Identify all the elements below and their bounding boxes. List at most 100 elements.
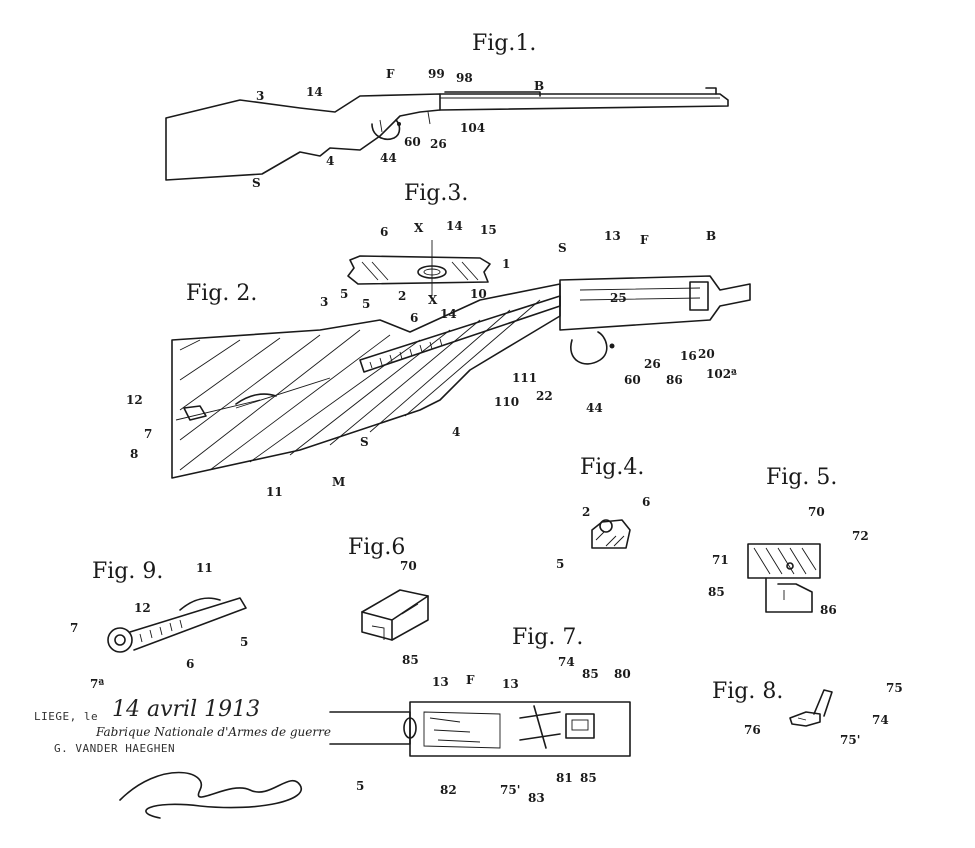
reference-numeral-72: 72 — [852, 529, 869, 543]
fig9-detail: Fig. 9. 11 12 7 5 6 7ª — [70, 559, 248, 691]
fig2-title: Fig. 2. — [186, 281, 257, 306]
reference-numeral-6: 6 — [380, 225, 388, 239]
reference-numeral-99: 99 — [428, 67, 445, 81]
reference-numeral-12: 12 — [134, 601, 151, 615]
reference-numeral-70: 70 — [808, 505, 825, 519]
fig8-title: Fig. 8. — [712, 679, 783, 704]
fig4-cross-section: Fig.4. 2 6 5 — [556, 455, 650, 571]
reference-numeral-85: 85 — [708, 585, 725, 599]
reference-numeral-44: 44 — [586, 401, 603, 415]
reference-numeral-11: 11 — [196, 561, 213, 575]
reference-numeral-6: 6 — [410, 311, 418, 325]
reference-numeral-25: 25 — [610, 291, 627, 305]
reference-numeral-75: 75 — [886, 681, 903, 695]
reference-numeral-7: 7 — [70, 621, 78, 635]
reference-numeral-85: 85 — [582, 667, 599, 681]
reference-numeral-10: 10 — [470, 287, 487, 301]
reference-numeral-5: 5 — [356, 779, 364, 793]
fig5-title: Fig. 5. — [766, 465, 837, 490]
reference-numeral-6: 6 — [642, 495, 650, 509]
fig6-title: Fig.6 — [348, 535, 405, 560]
reference-numeral-83: 83 — [528, 791, 545, 805]
reference-numeral-104: 104 — [460, 121, 485, 135]
reference-numeral-44: 44 — [380, 151, 397, 165]
fig9-title: Fig. 9. — [92, 559, 163, 584]
fig8-detail: Fig. 8. 75 76 74 75' — [712, 679, 903, 747]
reference-numeral-x: X — [414, 221, 424, 235]
reference-numeral-11: 11 — [266, 485, 283, 499]
reference-numeral-85: 85 — [580, 771, 597, 785]
reference-numeral-85: 85 — [402, 653, 419, 667]
fig3-title: Fig.3. — [404, 181, 468, 206]
reference-numeral-86: 86 — [666, 373, 683, 387]
reference-numeral-s: S — [558, 241, 567, 255]
reference-numeral-86: 86 — [820, 603, 837, 617]
reference-numeral-5: 5 — [362, 297, 370, 311]
reference-numeral-60: 60 — [624, 373, 641, 387]
reference-numeral-74: 74 — [872, 713, 889, 727]
reference-numeral-1: 1 — [502, 257, 510, 271]
reference-numeral-4: 4 — [452, 425, 460, 439]
reference-numeral-82: 82 — [440, 783, 457, 797]
reference-numeral-80: 80 — [614, 667, 631, 681]
reference-numeral-14: 14 — [306, 85, 323, 99]
reference-numeral-f: F — [466, 673, 475, 687]
stamp-company: Fabrique Nationale d'Armes de guerre — [95, 725, 331, 739]
reference-numeral-70: 70 — [400, 559, 417, 573]
reference-numeral-x: X — [428, 293, 438, 307]
reference-numeral-60: 60 — [404, 135, 421, 149]
reference-numeral-22: 22 — [536, 389, 553, 403]
reference-numeral-110: 110 — [494, 395, 519, 409]
fig7-plan-view: Fig. 7. 13 F 13 74 85 80 5 82 75' 83 81 … — [330, 625, 631, 805]
stamp-place: LIEGE, le — [34, 710, 98, 723]
reference-numeral-111: 111 — [512, 371, 537, 385]
reference-numeral-16: 16 — [680, 349, 697, 363]
reference-numeral-20: 20 — [698, 347, 715, 361]
reference-numeral-81: 81 — [556, 771, 573, 785]
reference-numeral-76: 76 — [744, 723, 761, 737]
reference-numeral-26: 26 — [644, 357, 661, 371]
reference-numeral-7: 7ª — [90, 677, 104, 691]
reference-numeral-5: 5 — [240, 635, 248, 649]
reference-numeral-14: 14 — [440, 307, 457, 321]
attestation-stamp: LIEGE, le 14 avril 1913 Fabrique Nationa… — [34, 697, 331, 818]
reference-numeral-6: 6 — [186, 657, 194, 671]
reference-numeral-8: 8 — [130, 447, 138, 461]
fig4-title: Fig.4. — [580, 455, 644, 480]
reference-numeral-s: S — [360, 435, 369, 449]
reference-numeral-5: 5 — [340, 287, 348, 301]
reference-numeral-3: 3 — [256, 89, 264, 103]
reference-numeral-75: 75' — [500, 783, 520, 797]
stamp-agent: G. VANDER HAEGHEN — [54, 742, 175, 755]
fig5-detail: Fig. 5. 70 72 71 85 86 — [708, 465, 869, 617]
reference-numeral-b: B — [534, 79, 544, 93]
reference-numeral-15: 15 — [480, 223, 497, 237]
reference-numeral-5: 5 — [556, 557, 564, 571]
reference-numeral-b: B — [706, 229, 716, 243]
reference-numeral-98: 98 — [456, 71, 473, 85]
reference-numeral-4: 4 — [326, 154, 334, 168]
fig6-block: Fig.6 70 85 — [348, 535, 428, 667]
fig1-title: Fig.1. — [472, 31, 536, 56]
reference-numeral-13: 13 — [604, 229, 621, 243]
reference-numeral-71: 71 — [712, 553, 729, 567]
reference-numeral-f: F — [386, 67, 395, 81]
stamp-date: 14 avril 1913 — [112, 697, 260, 722]
reference-numeral-75: 75' — [840, 733, 860, 747]
reference-numeral-26: 26 — [430, 137, 447, 151]
reference-numeral-13: 13 — [502, 677, 519, 691]
reference-numeral-2: 2 — [398, 289, 406, 303]
reference-numeral-102: 102ª — [706, 367, 737, 381]
reference-numeral-7: 7 — [144, 427, 152, 441]
fig1-rifle-side-view: Fig.1. 3 14 F 99 98 B S 4 44 60 26 104 — [166, 31, 728, 190]
reference-numeral-13: 13 — [432, 675, 449, 689]
fig7-title: Fig. 7. — [512, 625, 583, 650]
reference-numeral-m: M — [332, 475, 345, 489]
reference-numeral-3: 3 — [320, 295, 328, 309]
reference-numeral-12: 12 — [126, 393, 143, 407]
reference-numeral-f: F — [640, 233, 649, 247]
reference-numeral-14: 14 — [446, 219, 463, 233]
reference-numeral-74: 74 — [558, 655, 575, 669]
handwritten-signature — [120, 773, 301, 819]
